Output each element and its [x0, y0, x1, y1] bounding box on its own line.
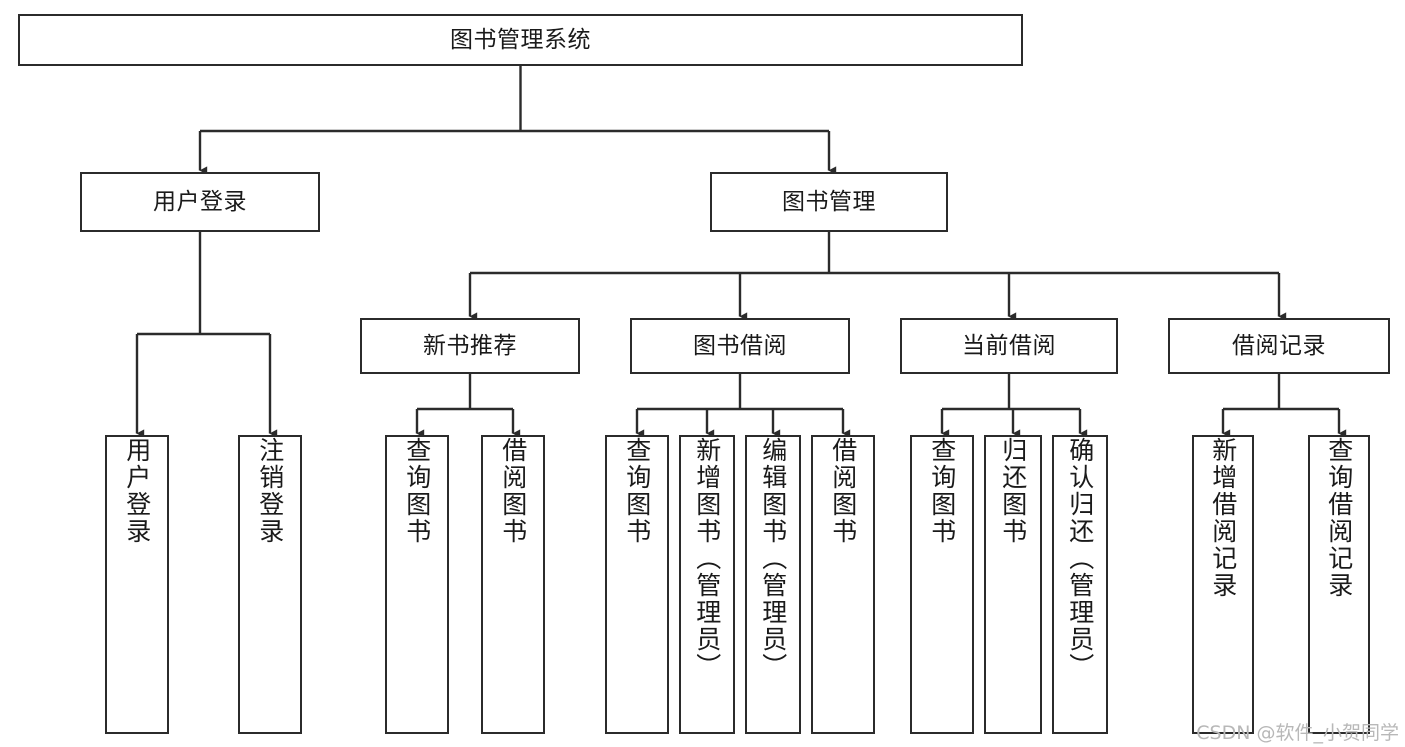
node-l-bo-add[interactable]: 新增图书（管理员）: [679, 435, 735, 734]
node-bookmgmt[interactable]: 图书管理: [710, 172, 948, 232]
node-label-l-cu-confirm: 确认归还（管理员）: [1065, 437, 1095, 680]
node-label-l-nb-query: 查询图书: [402, 437, 432, 545]
node-l-cu-query[interactable]: 查询图书: [910, 435, 974, 734]
node-borrow[interactable]: 图书借阅: [630, 318, 850, 374]
node-label-l-rc-add: 新增借阅记录: [1208, 437, 1238, 599]
node-login[interactable]: 用户登录: [80, 172, 320, 232]
node-newbook[interactable]: 新书推荐: [360, 318, 580, 374]
node-label-l-bo-add: 新增图书（管理员）: [692, 437, 722, 680]
node-records[interactable]: 借阅记录: [1168, 318, 1390, 374]
node-label-l-cu-query: 查询图书: [927, 437, 957, 545]
node-l-nb-borrow[interactable]: 借阅图书: [481, 435, 545, 734]
node-label-l-userlogin: 用户登录: [122, 437, 152, 545]
watermark-label: CSDN @软件_小贺同学: [1196, 722, 1399, 744]
node-label-bookmgmt: 图书管理: [782, 188, 876, 215]
node-l-logout[interactable]: 注销登录: [238, 435, 302, 734]
node-root[interactable]: 图书管理系统: [18, 14, 1023, 66]
node-label-l-bo-lend: 借阅图书: [828, 437, 858, 545]
node-l-rc-query[interactable]: 查询借阅记录: [1308, 435, 1370, 734]
edges-group: [135, 66, 1347, 438]
node-label-l-bo-query: 查询图书: [622, 437, 652, 545]
node-l-bo-edit[interactable]: 编辑图书（管理员）: [745, 435, 801, 734]
node-label-newbook: 新书推荐: [423, 332, 517, 359]
node-l-nb-query[interactable]: 查询图书: [385, 435, 449, 734]
node-label-l-rc-query: 查询借阅记录: [1324, 437, 1354, 599]
node-label-login: 用户登录: [153, 188, 247, 215]
node-label-records: 借阅记录: [1232, 332, 1326, 359]
node-current[interactable]: 当前借阅: [900, 318, 1118, 374]
node-label-l-logout: 注销登录: [255, 437, 285, 545]
node-l-cu-return[interactable]: 归还图书: [984, 435, 1042, 734]
node-label-l-bo-edit: 编辑图书（管理员）: [758, 437, 788, 680]
node-l-userlogin[interactable]: 用户登录: [105, 435, 169, 734]
node-label-root: 图书管理系统: [450, 26, 591, 53]
node-l-bo-query[interactable]: 查询图书: [605, 435, 669, 734]
node-l-cu-confirm[interactable]: 确认归还（管理员）: [1052, 435, 1108, 734]
node-l-rc-add[interactable]: 新增借阅记录: [1192, 435, 1254, 734]
node-l-bo-lend[interactable]: 借阅图书: [811, 435, 875, 734]
node-label-borrow: 图书借阅: [693, 332, 787, 359]
node-label-l-nb-borrow: 借阅图书: [498, 437, 528, 545]
node-label-l-cu-return: 归还图书: [998, 437, 1028, 545]
node-label-current: 当前借阅: [962, 332, 1056, 359]
